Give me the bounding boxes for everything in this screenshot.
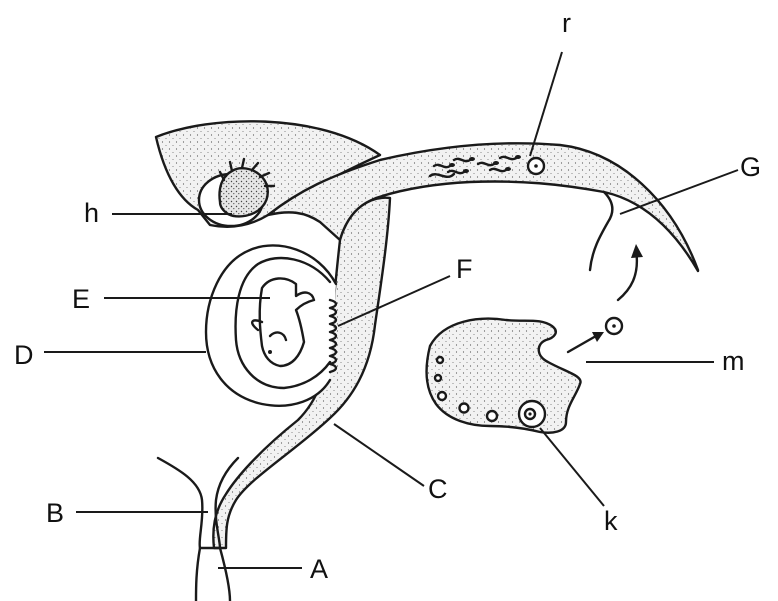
follicle-k (519, 401, 545, 427)
label-G: G (740, 152, 761, 182)
released-ovum (606, 318, 622, 334)
label-m: m (722, 346, 745, 376)
label-h: h (84, 198, 99, 228)
ovum-r (528, 158, 544, 174)
label-E: E (72, 284, 90, 314)
leader-lines (44, 52, 738, 568)
amniotic-sac-D (206, 245, 336, 405)
arrow-to-tube (618, 244, 643, 300)
label-B: B (46, 498, 64, 528)
arrow-ovulation (568, 332, 604, 352)
ovary-m (427, 319, 581, 433)
leader-C (334, 424, 424, 486)
label-C: C (428, 474, 448, 504)
labels: r h G E F D m C B k A (14, 8, 761, 584)
leader-k (540, 428, 604, 506)
leader-r (530, 52, 562, 156)
label-r: r (562, 8, 571, 38)
label-D: D (14, 340, 34, 370)
label-k: k (604, 506, 618, 536)
label-F: F (456, 254, 473, 284)
label-A: A (310, 554, 328, 584)
